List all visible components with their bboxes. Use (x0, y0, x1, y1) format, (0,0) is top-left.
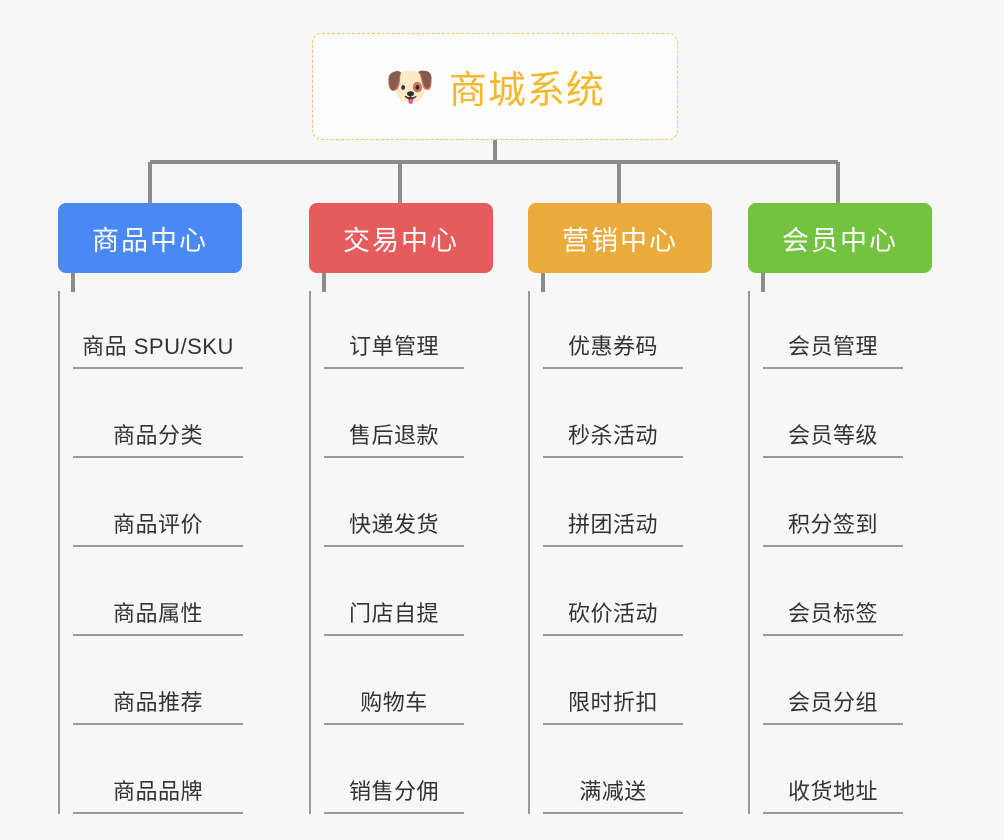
list-item[interactable]: 销售分佣 (324, 725, 464, 814)
column-header-label: 会员中心 (782, 225, 898, 256)
list-item[interactable]: 满减送 (543, 725, 683, 814)
list-item[interactable]: 商品分类 (73, 369, 243, 458)
shiba-dog-face-icon: 🐶 (385, 64, 435, 109)
list-item[interactable]: 商品品牌 (73, 725, 243, 814)
column-items-member-center: 会员管理 会员等级 积分签到 会员标签 会员分组 收货地址 (748, 291, 903, 814)
list-item[interactable]: 订单管理 (324, 291, 464, 369)
list-item[interactable]: 优惠券码 (543, 291, 683, 369)
list-item[interactable]: 收货地址 (763, 725, 903, 814)
list-item[interactable]: 商品 SPU/SKU (73, 291, 243, 369)
column-header-marketing-center[interactable]: 营销中心 (528, 203, 712, 273)
root-title: 商城系统 (448, 70, 605, 112)
list-item[interactable]: 门店自提 (324, 547, 464, 636)
list-item[interactable]: 商品推荐 (73, 636, 243, 725)
list-item[interactable]: 限时折扣 (543, 636, 683, 725)
column-member-center: 会员中心 会员管理 会员等级 积分签到 会员标签 会员分组 收货地址 (748, 203, 932, 814)
column-product-center: 商品中心 商品 SPU/SKU 商品分类 商品评价 商品属性 商品推荐 商品品牌 (58, 203, 243, 814)
root-node[interactable]: 🐶 商城系统 (312, 33, 678, 140)
list-item[interactable]: 会员分组 (763, 636, 903, 725)
column-items-product-center: 商品 SPU/SKU 商品分类 商品评价 商品属性 商品推荐 商品品牌 (58, 291, 243, 814)
column-header-label: 商品中心 (92, 225, 208, 256)
column-items-trade-center: 订单管理 售后退款 快递发货 门店自提 购物车 销售分佣 (309, 291, 464, 814)
list-item[interactable]: 会员管理 (763, 291, 903, 369)
column-header-trade-center[interactable]: 交易中心 (309, 203, 493, 273)
column-header-member-center[interactable]: 会员中心 (748, 203, 932, 273)
list-item[interactable]: 售后退款 (324, 369, 464, 458)
list-item[interactable]: 积分签到 (763, 458, 903, 547)
list-item[interactable]: 秒杀活动 (543, 369, 683, 458)
list-item[interactable]: 拼团活动 (543, 458, 683, 547)
column-header-label: 营销中心 (562, 225, 678, 256)
column-marketing-center: 营销中心 优惠券码 秒杀活动 拼团活动 砍价活动 限时折扣 满减送 (528, 203, 712, 814)
list-item[interactable]: 会员标签 (763, 547, 903, 636)
list-item[interactable]: 购物车 (324, 636, 464, 725)
list-item[interactable]: 商品评价 (73, 458, 243, 547)
column-header-product-center[interactable]: 商品中心 (58, 203, 242, 273)
list-item[interactable]: 会员等级 (763, 369, 903, 458)
column-items-marketing-center: 优惠券码 秒杀活动 拼团活动 砍价活动 限时折扣 满减送 (528, 291, 683, 814)
list-item[interactable]: 商品属性 (73, 547, 243, 636)
list-item[interactable]: 砍价活动 (543, 547, 683, 636)
list-item[interactable]: 快递发货 (324, 458, 464, 547)
column-header-label: 交易中心 (343, 225, 459, 256)
column-trade-center: 交易中心 订单管理 售后退款 快递发货 门店自提 购物车 销售分佣 (309, 203, 493, 814)
